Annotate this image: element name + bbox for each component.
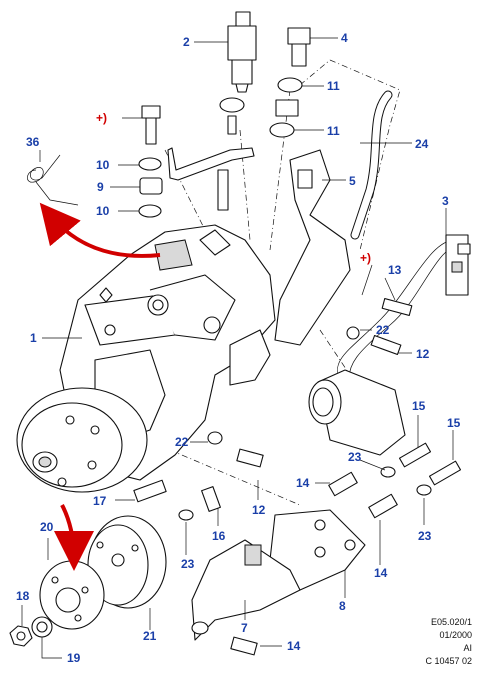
spring-36 <box>27 154 79 206</box>
callout-10-bottom: 10 <box>96 204 110 218</box>
callout-12-lower: 12 <box>252 503 266 517</box>
bolt-15-a <box>398 442 432 468</box>
callout-7: 7 <box>241 621 248 635</box>
callout-15-a: 15 <box>412 399 426 413</box>
callout-23-a: 23 <box>348 450 362 464</box>
callout-15-b: 15 <box>447 416 461 430</box>
callout-19: 19 <box>67 651 81 665</box>
drive-flange <box>16 387 148 493</box>
callout-16: 16 <box>212 529 226 543</box>
reference-footer: E05.020/1 01/2000 AI C 10457 02 <box>425 617 472 666</box>
callout-9: 9 <box>97 180 104 194</box>
pipe-stud <box>217 169 229 211</box>
footer-drawing-number: C 10457 02 <box>425 656 472 666</box>
footer-reference: E05.020/1 <box>431 617 472 627</box>
wiring-harness-3 <box>337 234 471 386</box>
callout-17: 17 <box>93 494 107 508</box>
washer-11-bottom <box>269 122 295 138</box>
fuel-pipe <box>167 147 255 181</box>
bolt-14-a <box>328 471 358 497</box>
callout-14-a: 14 <box>296 476 310 490</box>
callout-2: 2 <box>183 35 190 49</box>
footer-date: 01/2000 <box>439 630 472 640</box>
callout-3: 3 <box>442 194 449 208</box>
red-arrow-spring <box>39 202 161 258</box>
bolt-13 <box>381 297 413 317</box>
callout-14-b: 14 <box>374 566 388 580</box>
callout-4: 4 <box>341 31 348 45</box>
callout-18: 18 <box>16 589 30 603</box>
spacer-11 <box>275 99 299 117</box>
plug-4 <box>287 27 311 67</box>
callout-36: 36 <box>26 135 40 149</box>
bolt-12-upper <box>346 326 402 356</box>
callout-1: 1 <box>30 331 37 345</box>
washer-10-bottom <box>138 204 162 218</box>
washer-23-a <box>380 466 396 478</box>
washer-11-top <box>277 77 303 93</box>
callout-23-b: 23 <box>418 529 432 543</box>
callout-10-top: 10 <box>96 158 110 172</box>
bolt-14-c <box>230 636 258 656</box>
callout-20: 20 <box>40 520 54 534</box>
footer-code: AI <box>463 643 472 653</box>
washer-23-b <box>416 484 432 496</box>
callout-14-c: 14 <box>287 639 301 653</box>
bolt-14-b <box>368 493 398 519</box>
callout-22-upper: 22 <box>376 323 390 337</box>
bolt-17 <box>133 479 167 503</box>
bolt-15-b <box>428 460 462 486</box>
callout-12-upper: 12 <box>416 347 430 361</box>
red-arrow-hub <box>53 504 94 571</box>
bolt-16 <box>201 486 221 512</box>
bracket-5 <box>274 149 351 346</box>
callout-labels: 2 4 11 11 24 +) 36 10 9 10 5 3 +) 13 22 … <box>16 31 461 665</box>
callout-22-lower: 22 <box>175 435 189 449</box>
sensor-stud <box>227 115 237 135</box>
callout-8: 8 <box>339 599 346 613</box>
washer-10-top <box>138 157 162 171</box>
sleeve-9 <box>139 177 163 195</box>
hub-20 <box>39 560 105 630</box>
washer-23-c <box>178 509 194 521</box>
plus-marker-top: +) <box>96 111 107 125</box>
callout-24: 24 <box>415 137 429 151</box>
actuator <box>308 369 406 456</box>
leader-lines <box>21 37 454 659</box>
callout-23-c: 23 <box>181 557 195 571</box>
banjo-bolt <box>141 105 161 145</box>
callout-11-bottom: 11 <box>327 124 340 138</box>
callout-21: 21 <box>143 629 157 643</box>
callout-13: 13 <box>388 263 402 277</box>
washer-22-lower <box>207 431 223 445</box>
bolt-12-lower <box>236 448 264 468</box>
washer-sensor <box>219 97 245 113</box>
plus-marker-mid: +) <box>360 251 371 265</box>
sensor-2 <box>227 11 257 93</box>
callout-5: 5 <box>349 174 356 188</box>
callout-11-top: 11 <box>327 79 340 93</box>
